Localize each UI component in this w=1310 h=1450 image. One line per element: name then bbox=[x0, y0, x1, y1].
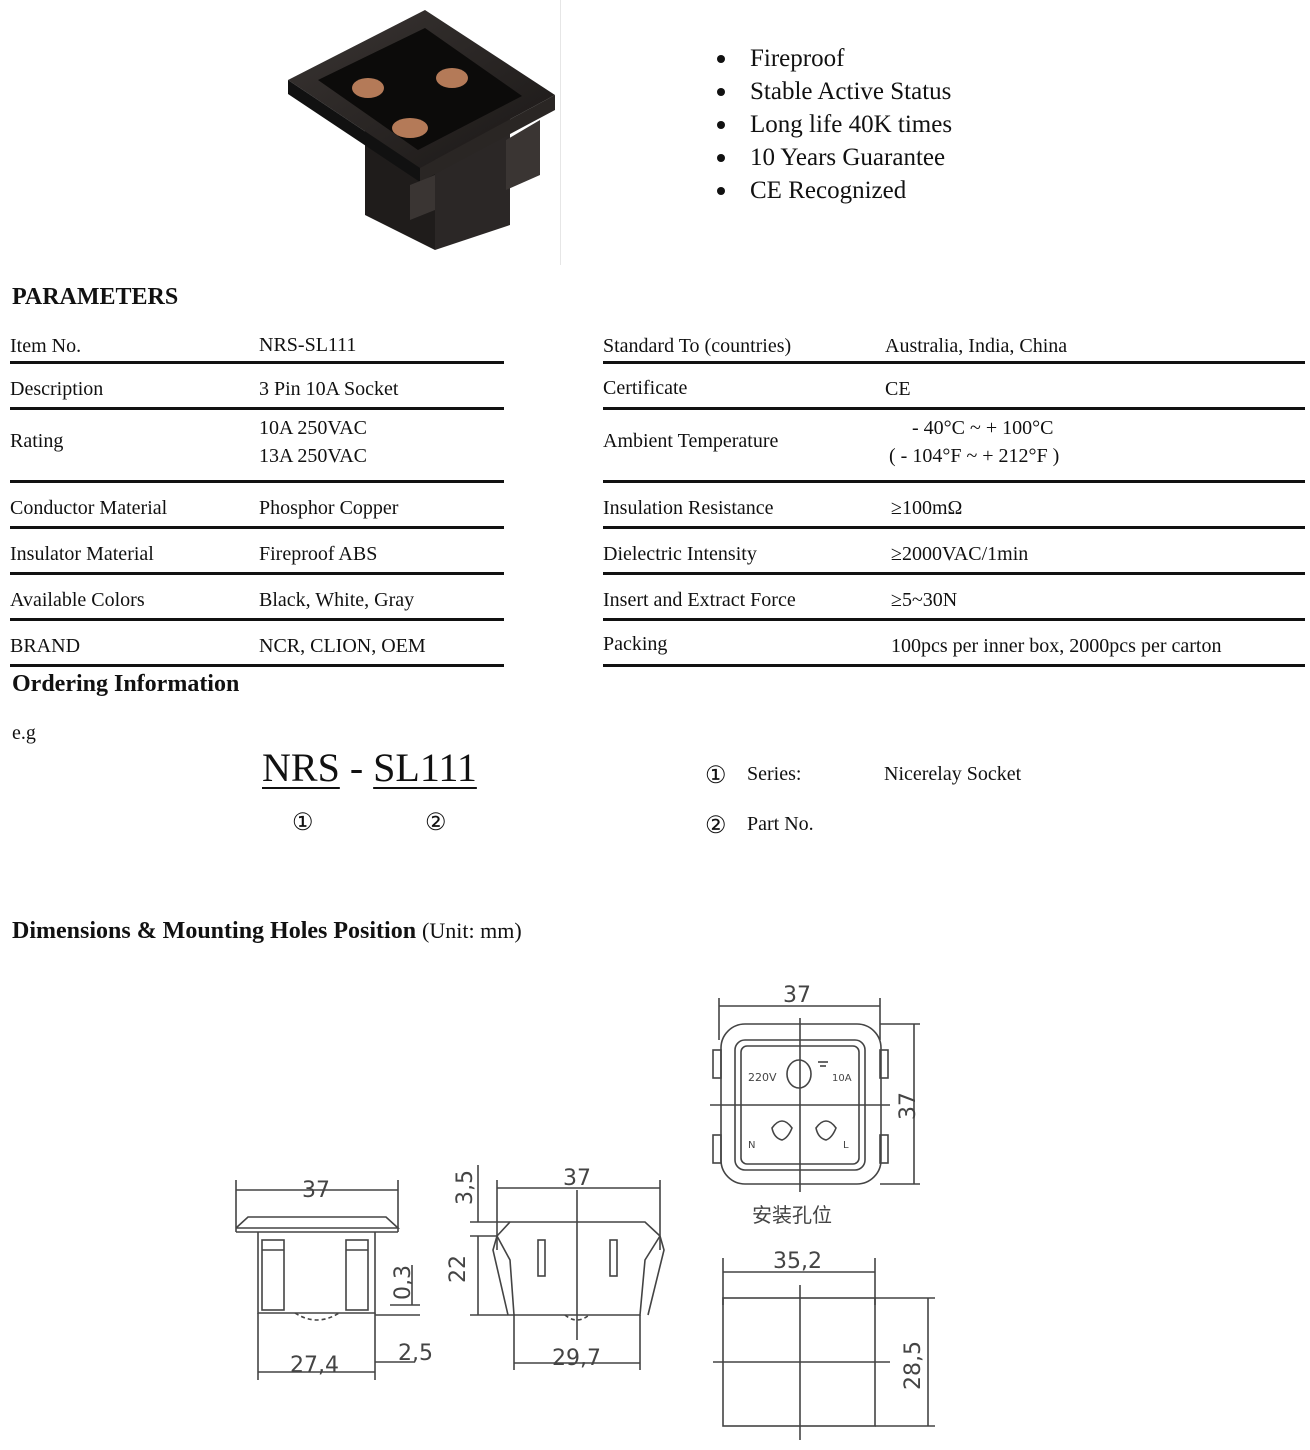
bullet-icon bbox=[717, 154, 725, 162]
cutout-width-label: 35,2 bbox=[773, 1249, 822, 1274]
code-marker-2: ② bbox=[425, 810, 447, 836]
param-row: Insert and Extract Force ≥5~30N bbox=[603, 575, 1305, 621]
param-row: Insulation Resistance ≥100mΩ bbox=[603, 483, 1305, 529]
legend-marker-1: ① bbox=[705, 763, 727, 789]
dimensions-heading: Dimensions & Mounting Holes Position (Un… bbox=[12, 918, 522, 944]
param-row: Available Colors Black, White, Gray bbox=[10, 575, 504, 621]
parameters-heading: PARAMETERS bbox=[12, 284, 179, 310]
pin-n-label: N bbox=[748, 1140, 755, 1151]
param-row: Rating 10A 250VAC 13A 250VAC bbox=[10, 410, 504, 483]
feature-item: Stable Active Status bbox=[712, 75, 952, 108]
side-bottom-width-label: 27,4 bbox=[290, 1353, 339, 1378]
side-offset-label: 2,5 bbox=[398, 1341, 433, 1366]
parameters-table-left: Item No. NRS-SL111 Description 3 Pin 10A… bbox=[10, 326, 504, 667]
code-separator: - bbox=[339, 745, 374, 790]
bullet-icon bbox=[717, 88, 725, 96]
param-row: Dielectric Intensity ≥2000VAC/1min bbox=[603, 529, 1305, 575]
param-row: BRAND NCR, CLION, OEM bbox=[10, 621, 504, 667]
front-flange-label: 3,5 bbox=[453, 1170, 478, 1205]
pin-l-label: L bbox=[843, 1140, 849, 1151]
top-height-label: 37 bbox=[896, 1092, 921, 1120]
feature-item: Fireproof bbox=[712, 42, 952, 75]
code-marker-1: ① bbox=[292, 810, 314, 836]
code-series: NRS bbox=[262, 745, 340, 790]
bullet-icon bbox=[717, 187, 725, 195]
side-width-label: 37 bbox=[302, 1178, 330, 1203]
side-height-label: 0,3 bbox=[391, 1265, 416, 1300]
code-part-no: SL111 bbox=[373, 745, 477, 790]
current-label: 10A bbox=[832, 1073, 852, 1084]
front-height-label: 22 bbox=[446, 1255, 471, 1283]
param-row: Certificate CE bbox=[603, 364, 1305, 410]
legend-marker-2: ② bbox=[705, 813, 727, 839]
legend-label-2: Part No. bbox=[747, 813, 814, 835]
feature-item: 10 Years Guarantee bbox=[712, 141, 952, 174]
top-view-drawing: 37 37 220V 10A N L 安装孔位 bbox=[710, 983, 921, 1227]
front-bottom-width-label: 29,7 bbox=[552, 1346, 601, 1371]
param-row: Standard To (countries) Australia, India… bbox=[603, 326, 1305, 364]
front-view-drawing: 37 3,5 22 29,7 bbox=[446, 1165, 665, 1371]
param-row: Item No. NRS-SL111 bbox=[10, 326, 504, 364]
mounting-caption: 安装孔位 bbox=[752, 1203, 832, 1227]
voltage-label: 220V bbox=[748, 1071, 777, 1084]
param-row: Conductor Material Phosphor Copper bbox=[10, 483, 504, 529]
photo-divider bbox=[560, 0, 561, 265]
legend-value-1: Nicerelay Socket bbox=[884, 763, 1022, 785]
param-row: Ambient Temperature - 40°C ~ + 100°C ( -… bbox=[603, 410, 1305, 483]
side-view-drawing: 37 27,4 2,5 0,3 bbox=[235, 1178, 433, 1380]
param-row: Insulator Material Fireproof ABS bbox=[10, 529, 504, 575]
product-photo bbox=[288, 10, 555, 250]
part-code: NRS - SL111 bbox=[262, 744, 477, 791]
feature-list: Fireproof Stable Active Status Long life… bbox=[712, 42, 952, 207]
feature-item: CE Recognized bbox=[712, 174, 952, 207]
feature-item: Long life 40K times bbox=[712, 108, 952, 141]
cutout-drawing: 35,2 28,5 bbox=[713, 1249, 935, 1440]
bullet-icon bbox=[717, 121, 725, 129]
parameters-table-right: Standard To (countries) Australia, India… bbox=[603, 326, 1305, 667]
top-width-label: 37 bbox=[783, 983, 811, 1008]
param-row: Packing 100pcs per inner box, 2000pcs pe… bbox=[603, 621, 1305, 667]
param-row: Description 3 Pin 10A Socket bbox=[10, 364, 504, 410]
dimension-drawings: 37 27,4 2,5 0,3 37 3,5 22 29,7 bbox=[235, 983, 935, 1440]
bullet-icon bbox=[717, 55, 725, 63]
cutout-height-label: 28,5 bbox=[901, 1341, 926, 1390]
ordering-heading: Ordering Information bbox=[12, 671, 240, 697]
front-width-label: 37 bbox=[563, 1166, 591, 1191]
example-label: e.g bbox=[12, 722, 36, 744]
legend-label-1: Series: bbox=[747, 763, 802, 785]
